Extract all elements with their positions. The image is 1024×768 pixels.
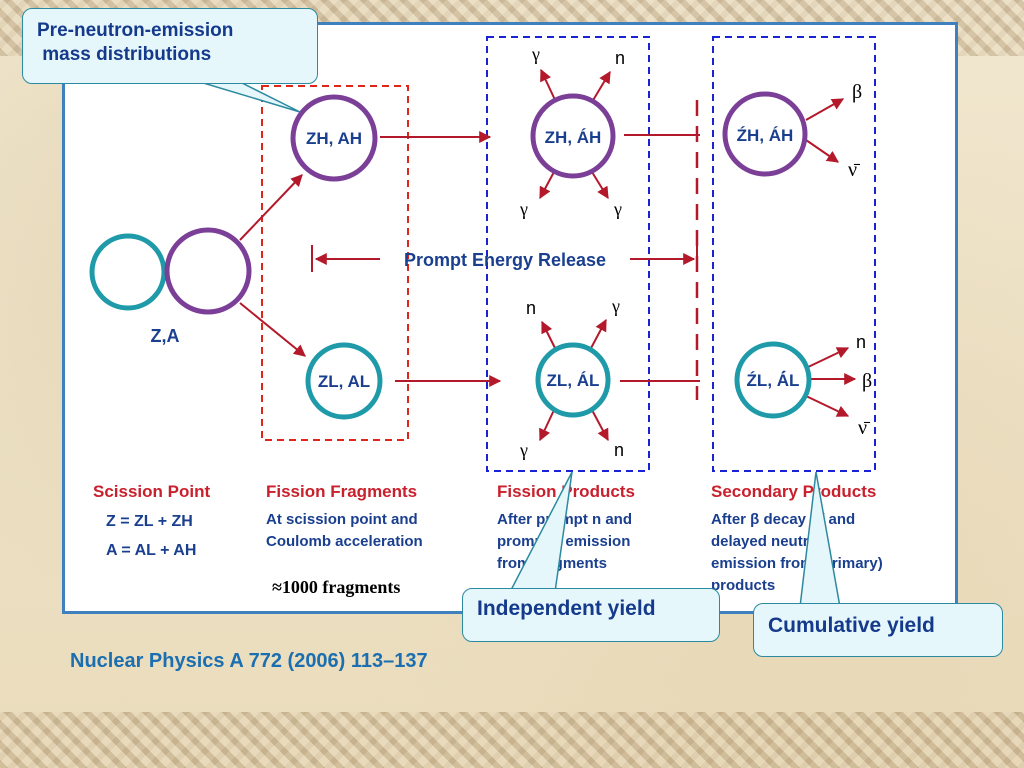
light-secondary-n-label: n [856, 332, 866, 352]
heavy-secondary-beta-label: β [852, 81, 862, 103]
heavy-product-n-ur-label: n [615, 48, 625, 68]
callout-cumulative-yield-text: Cumulative yield [768, 614, 935, 637]
heavy-fragment-circle [290, 94, 378, 182]
callout-pre-neutron: Pre-neutron-emission mass distributions [22, 8, 318, 84]
caption-secondary-line3: emission from (primary) [711, 555, 883, 572]
fragments-count-note: ≈1000 fragments [272, 577, 401, 597]
compound-light-circle [89, 233, 167, 311]
compound-heavy-circle [164, 227, 252, 315]
heavy-product-gamma-ll-label: γ [519, 199, 528, 219]
arrow-to-light-fragment [239, 302, 306, 357]
light-product-label: ZL, ÁL [547, 371, 600, 390]
caption-scission-line1: Z = ZL + ZH [106, 513, 193, 530]
prompt-energy-release-label: Prompt Energy Release [404, 250, 606, 270]
heavy-product-label: ZH, ÁH [545, 128, 602, 147]
heavy-product-gamma-ul-label: γ [531, 44, 540, 64]
arrow-to-heavy-fragment [239, 174, 303, 241]
light-product-gamma-ll-label: γ [519, 440, 528, 460]
heavy-secondary-nu-arrow [805, 139, 839, 163]
decorative-border-bottom [0, 712, 1024, 768]
callout-pre-tail [199, 81, 301, 113]
light-product-n-ul-arrow [541, 320, 557, 351]
light-secondary-beta-label: β [862, 370, 872, 392]
light-secondary-nu-arrow [805, 395, 850, 417]
heavy-secondary-label: ŹH, ÁH [737, 126, 794, 145]
caption-secondary: Secondary Products After β decay of and … [711, 482, 883, 594]
fragments-dashed-box [261, 85, 409, 441]
light-secondary-circle [734, 341, 812, 419]
products-dashed-box [486, 36, 650, 472]
caption-secondary-heading: Secondary Products [711, 482, 876, 501]
callout-cumulative-yield: Cumulative yield [753, 603, 1003, 657]
heavy-product-gamma-ll-arrow [539, 171, 555, 200]
heavy-product-gamma-ul-arrow [540, 68, 557, 103]
caption-fragments-heading: Fission Fragments [266, 482, 417, 501]
heavy-product-gamma-lr-arrow [591, 171, 609, 200]
heavy-secondary-nu-label: ν̄ [848, 159, 861, 181]
callout-independent-yield-text: Independent yield [477, 597, 656, 620]
compound-label: Z,A [151, 326, 180, 346]
light-fragment-circle [305, 342, 383, 420]
caption-fragments: Fission Fragments At scission point and … [266, 482, 423, 550]
heavy-product-n-ur-arrow [591, 70, 611, 103]
diagram-frame [62, 22, 958, 614]
light-product-n-ul-label: n [526, 298, 536, 318]
caption-fragments-line1: At scission point and [266, 511, 418, 528]
light-fragment-label: ZL, AL [318, 372, 370, 391]
caption-products-line2: prompt γ emission [497, 533, 630, 550]
caption-secondary-line4: products [711, 577, 775, 594]
heavy-fragment-label: ZH, AH [306, 129, 362, 148]
heavy-secondary-beta-arrow [805, 98, 845, 121]
caption-fragments-line2: Coulomb acceleration [266, 533, 423, 550]
light-product-gamma-ll-arrow [539, 409, 555, 442]
heavy-secondary-circle [722, 91, 808, 177]
secondary-dashed-box [712, 36, 876, 472]
light-product-gamma-ur-arrow [589, 318, 607, 351]
caption-secondary-line1: After β decay of and [711, 511, 855, 528]
light-secondary-n-arrow [805, 347, 850, 369]
heavy-product-gamma-lr-label: γ [613, 199, 622, 219]
light-secondary-label: ŹL, Á́L [747, 370, 800, 390]
callout-independent-yield: Independent yield [462, 588, 720, 642]
light-product-n-lr-arrow [591, 409, 609, 442]
callout-pre-neutron-line1: Pre-neutron-emission [37, 20, 234, 41]
reference-citation: Nuclear Physics A 772 (2006) 113–137 [70, 650, 428, 672]
callout-pre-neutron-line2: mass distributions [37, 44, 212, 65]
caption-scission-heading: Scission Point [93, 482, 210, 501]
caption-scission-line2: A = AL + AH [106, 542, 196, 559]
caption-secondary-line2: delayed neutron [711, 533, 827, 550]
caption-scission: Scission Point Z = ZL + ZH A = AL + AH [93, 482, 210, 559]
heavy-product-circle [530, 93, 616, 179]
light-product-n-lr-label: n [614, 440, 624, 460]
light-secondary-nu-label: ν̄ [858, 417, 871, 439]
light-product-circle [535, 342, 611, 418]
light-product-gamma-ur-label: γ [611, 296, 620, 316]
